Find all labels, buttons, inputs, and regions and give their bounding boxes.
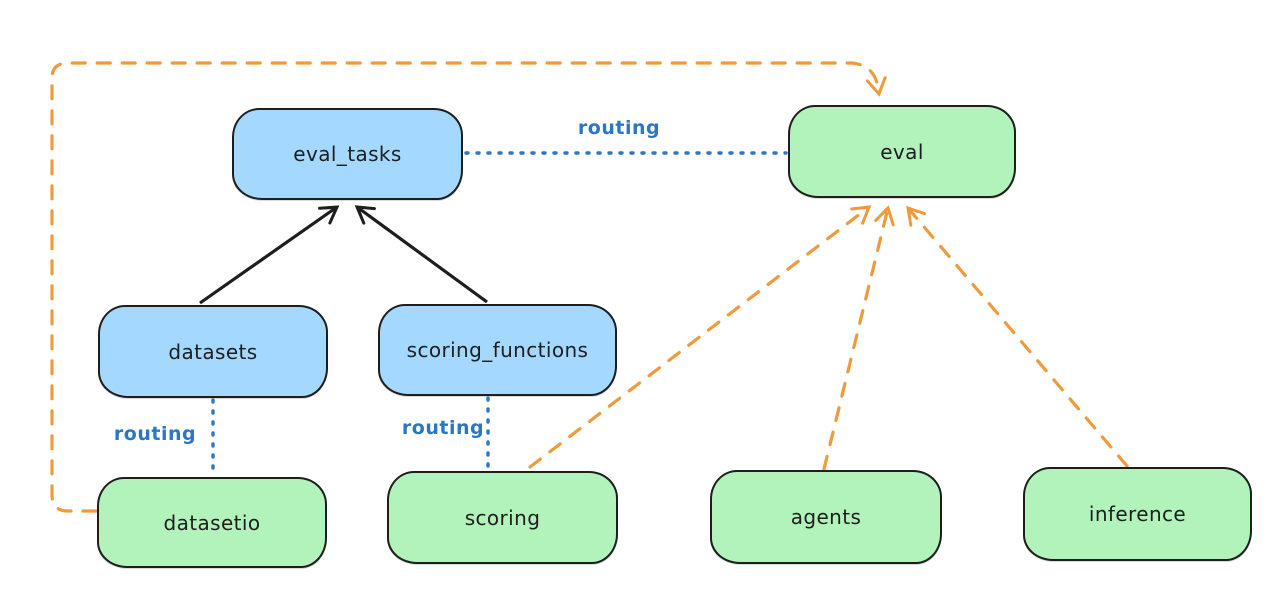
edge-label-routing-top: routing — [577, 117, 661, 139]
edge-datasets-to-eval-tasks — [199, 205, 340, 305]
node-datasetio: datasetio — [97, 477, 327, 568]
node-eval-tasks: eval_tasks — [232, 108, 463, 200]
node-eval-label: eval — [880, 139, 924, 164]
node-datasetio-label: datasetio — [163, 510, 261, 535]
node-datasets-label: datasets — [168, 339, 258, 364]
node-inference: inference — [1023, 467, 1252, 561]
node-scoring-functions-label: scoring_functions — [406, 338, 589, 362]
node-scoring: scoring — [387, 471, 618, 564]
edge-scoring-functions-to-eval-tasks — [354, 205, 488, 304]
node-agents: agents — [710, 470, 942, 564]
edge-scoring-to-eval — [528, 205, 872, 469]
edge-datasetio-to-eval — [50, 61, 887, 513]
node-eval-tasks-label: eval_tasks — [293, 142, 402, 166]
edge-inference-to-eval — [906, 205, 1129, 468]
edge-label-routing-scoring: routing — [401, 417, 485, 439]
node-datasets: datasets — [98, 305, 328, 398]
edge-label-routing-datasets: routing — [113, 423, 197, 445]
node-agents-label: agents — [790, 505, 862, 529]
node-inference-label: inference — [1088, 502, 1187, 526]
edge-agents-to-eval — [822, 205, 895, 471]
node-scoring-functions: scoring_functions — [378, 304, 617, 396]
node-eval: eval — [788, 105, 1016, 198]
node-scoring-label: scoring — [464, 505, 541, 530]
